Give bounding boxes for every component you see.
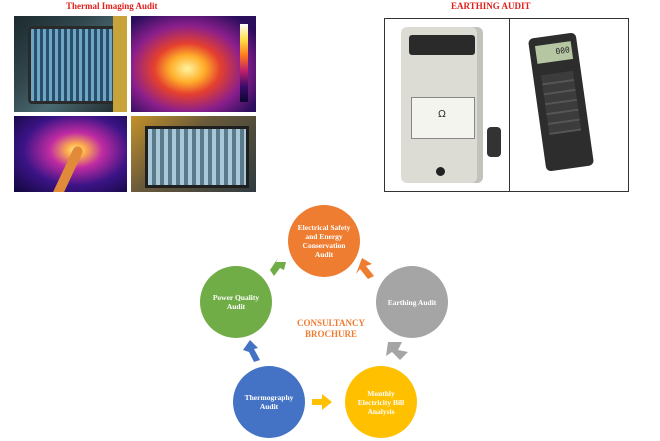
thermal-imaging-heading: Thermal Imaging Audit bbox=[66, 1, 158, 11]
arrow-power-to-electrical bbox=[270, 258, 286, 276]
thermal-heatmap-photo bbox=[131, 16, 256, 112]
arrow-electrical-to-earthing bbox=[356, 258, 374, 279]
cycle-step-electrical-safety: Electrical Safety and Energy Conservatio… bbox=[288, 205, 360, 277]
cycle-step-power-quality: Power Quality Audit bbox=[200, 266, 272, 338]
arrow-monthly-to-thermo bbox=[312, 394, 332, 410]
analog-earth-tester: Ω bbox=[401, 27, 501, 183]
thermal-imaging-collage bbox=[14, 16, 256, 192]
earthing-testers-image: Ω 000 bbox=[384, 18, 629, 192]
cycle-step-monthly-bill: Monthly Electricity Bill Analysis bbox=[345, 366, 417, 438]
thermal-camera-panel-photo bbox=[14, 16, 127, 112]
ohm-dial-symbol: Ω bbox=[438, 109, 446, 120]
arrow-thermo-to-power bbox=[243, 340, 260, 362]
thermal-cable-photo bbox=[14, 116, 127, 192]
cycle-step-thermography: Thermography Audit bbox=[233, 366, 305, 438]
cycle-step-earthing: Earthing Audit bbox=[376, 266, 448, 338]
cycle-center-title: CONSULTANCY BROCHURE bbox=[296, 318, 365, 339]
temperature-scale-bar bbox=[240, 24, 248, 102]
arrow-earthing-to-monthly bbox=[386, 342, 408, 360]
thermal-camera-screen-photo bbox=[131, 116, 256, 192]
earthing-audit-heading: EARTHING AUDIT bbox=[451, 1, 531, 11]
